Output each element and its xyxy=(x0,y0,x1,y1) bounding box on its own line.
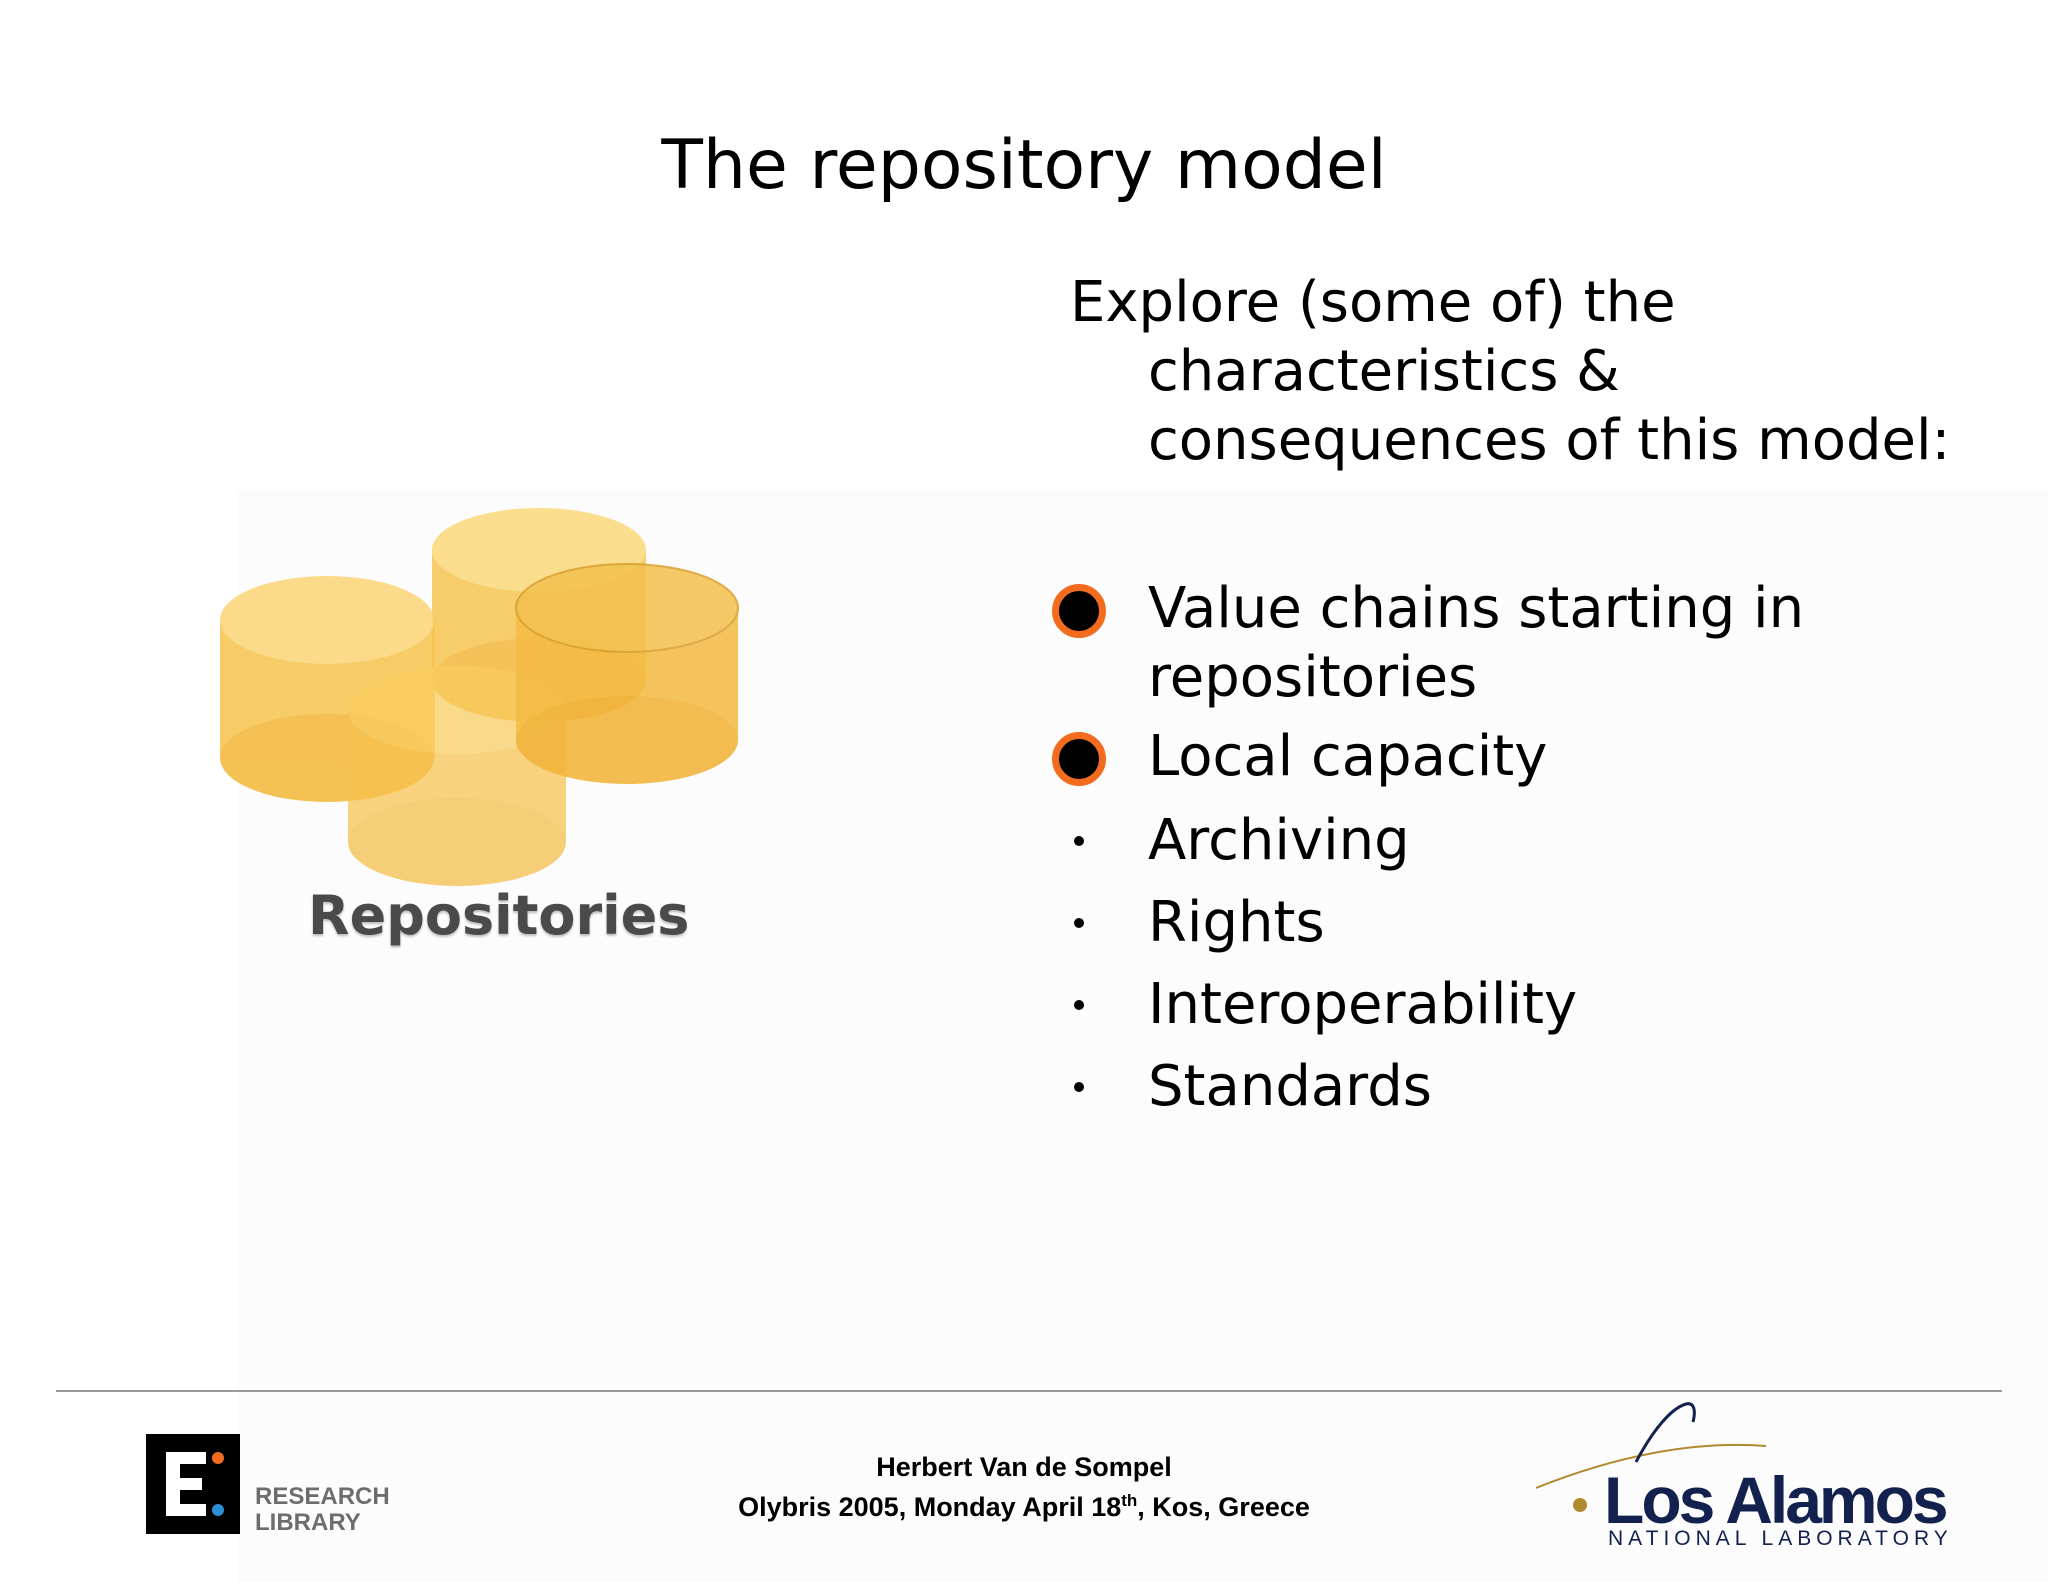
footer-divider xyxy=(56,1390,2002,1392)
bullet-text: Standards xyxy=(1148,1054,1432,1119)
dot-bullet-icon xyxy=(1074,918,1084,928)
repositories-cylinders-illustration xyxy=(220,508,739,886)
event-superscript: th xyxy=(1121,1491,1138,1510)
repositories-label: Repositories xyxy=(308,884,690,947)
los-alamos-orbit-logo-icon xyxy=(1536,1402,1767,1512)
footer-author: Herbert Van de Sompel xyxy=(876,1452,1172,1482)
cylinder-right xyxy=(515,563,739,784)
intro-line: consequences of this model: xyxy=(1148,408,1951,473)
lab-name: Los Alamos xyxy=(1604,1463,1949,1537)
dot-bullet-icon xyxy=(1074,836,1084,846)
bullet-text: Archiving xyxy=(1148,808,1410,873)
footer-event: Olybris 2005, Monday April 18th, Kos, Gr… xyxy=(0,1484,2048,1524)
bullet-text: Value chains starting in xyxy=(1148,576,1805,641)
intro-line: characteristics & xyxy=(1148,339,1620,404)
dot-bullet-icon xyxy=(1074,1082,1084,1092)
bullet-text: repositories xyxy=(1148,645,1478,710)
research-library-logo-icon xyxy=(146,1434,240,1534)
orange-ring-bullet-icon xyxy=(1052,584,1106,638)
lab-subtitle: NATIONAL LABORATORY xyxy=(1608,1527,1953,1550)
bullet-text: Interoperability xyxy=(1148,972,1578,1037)
intro-line: Explore (some of) the xyxy=(1070,270,1676,335)
event-text: Olybris 2005, Monday April 18 xyxy=(738,1492,1122,1522)
cylinder-front xyxy=(348,666,566,886)
research-library-text: RESEARCH LIBRARY xyxy=(255,1484,390,1536)
library-logo-line: RESEARCH xyxy=(255,1483,390,1510)
bullet-text: Rights xyxy=(1148,890,1325,955)
event-text-end: , Kos, Greece xyxy=(1137,1492,1310,1522)
intro-text: Explore (some of) the characteristics & … xyxy=(1070,268,2010,475)
orange-ring-bullet-icon xyxy=(1052,732,1106,786)
bullet-text: Local capacity xyxy=(1148,724,1548,789)
library-logo-line: LIBRARY xyxy=(255,1509,361,1536)
footer-credits: Herbert Van de Sompel Olybris 2005, Mond… xyxy=(0,1450,2048,1524)
slide-title: The repository model xyxy=(661,126,1387,205)
dot-bullet-icon xyxy=(1074,1000,1084,1010)
